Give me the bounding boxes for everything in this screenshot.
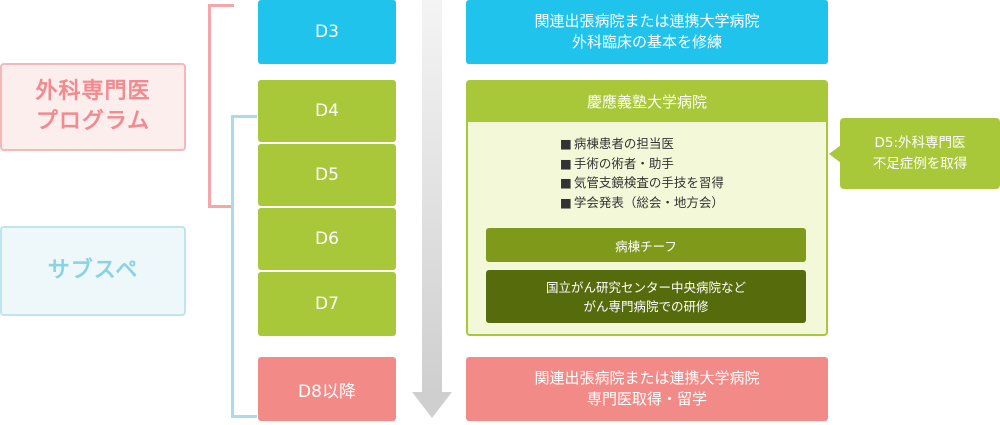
ward-chief-box: 病棟チーフ: [486, 228, 806, 262]
subspecialty-label: サブスペ: [0, 226, 186, 316]
timeline-arrow-icon: [412, 0, 452, 418]
year-d3: D3: [258, 0, 396, 64]
list-item: 気管支鏡検査の手技を習得: [560, 173, 724, 193]
list-item: 病棟患者の担当医: [560, 134, 724, 154]
surgical-program-bracket: [208, 4, 234, 208]
timeline-arrow: [410, 0, 454, 421]
surgical-program-label: 外科専門医 プログラム: [0, 63, 186, 151]
side-note-pointer: [829, 145, 841, 163]
year-d6: D6: [258, 208, 396, 270]
keio-panel: 慶應義塾大学病院 病棟患者の担当医 手術の術者・助手 気管支鏡検査の手技を習得 …: [466, 80, 828, 336]
list-item: 手術の術者・助手: [560, 154, 724, 174]
d8-content-box: 関連出張病院または連携大学病院 専門医取得・留学: [466, 357, 828, 421]
list-item: 学会発表（総会・地方会）: [560, 193, 724, 213]
d5-side-note: D5:外科専門医 不足症例を取得: [840, 118, 1000, 189]
keio-title: 慶應義塾大学病院: [466, 80, 828, 122]
external-training-box: 国立がん研究センター中央病院など がん専門病院での研修: [486, 270, 806, 323]
year-d8-later: D8以降: [258, 357, 396, 421]
year-d4: D4: [258, 80, 396, 142]
keio-duty-list: 病棟患者の担当医 手術の術者・助手 気管支鏡検査の手技を習得 学会発表（総会・地…: [560, 134, 724, 212]
d3-content-box: 関連出張病院または連携大学病院 外科臨床の基本を修練: [466, 0, 828, 64]
year-d5: D5: [258, 144, 396, 206]
year-d7: D7: [258, 272, 396, 336]
subspecialty-bracket: [231, 115, 257, 418]
